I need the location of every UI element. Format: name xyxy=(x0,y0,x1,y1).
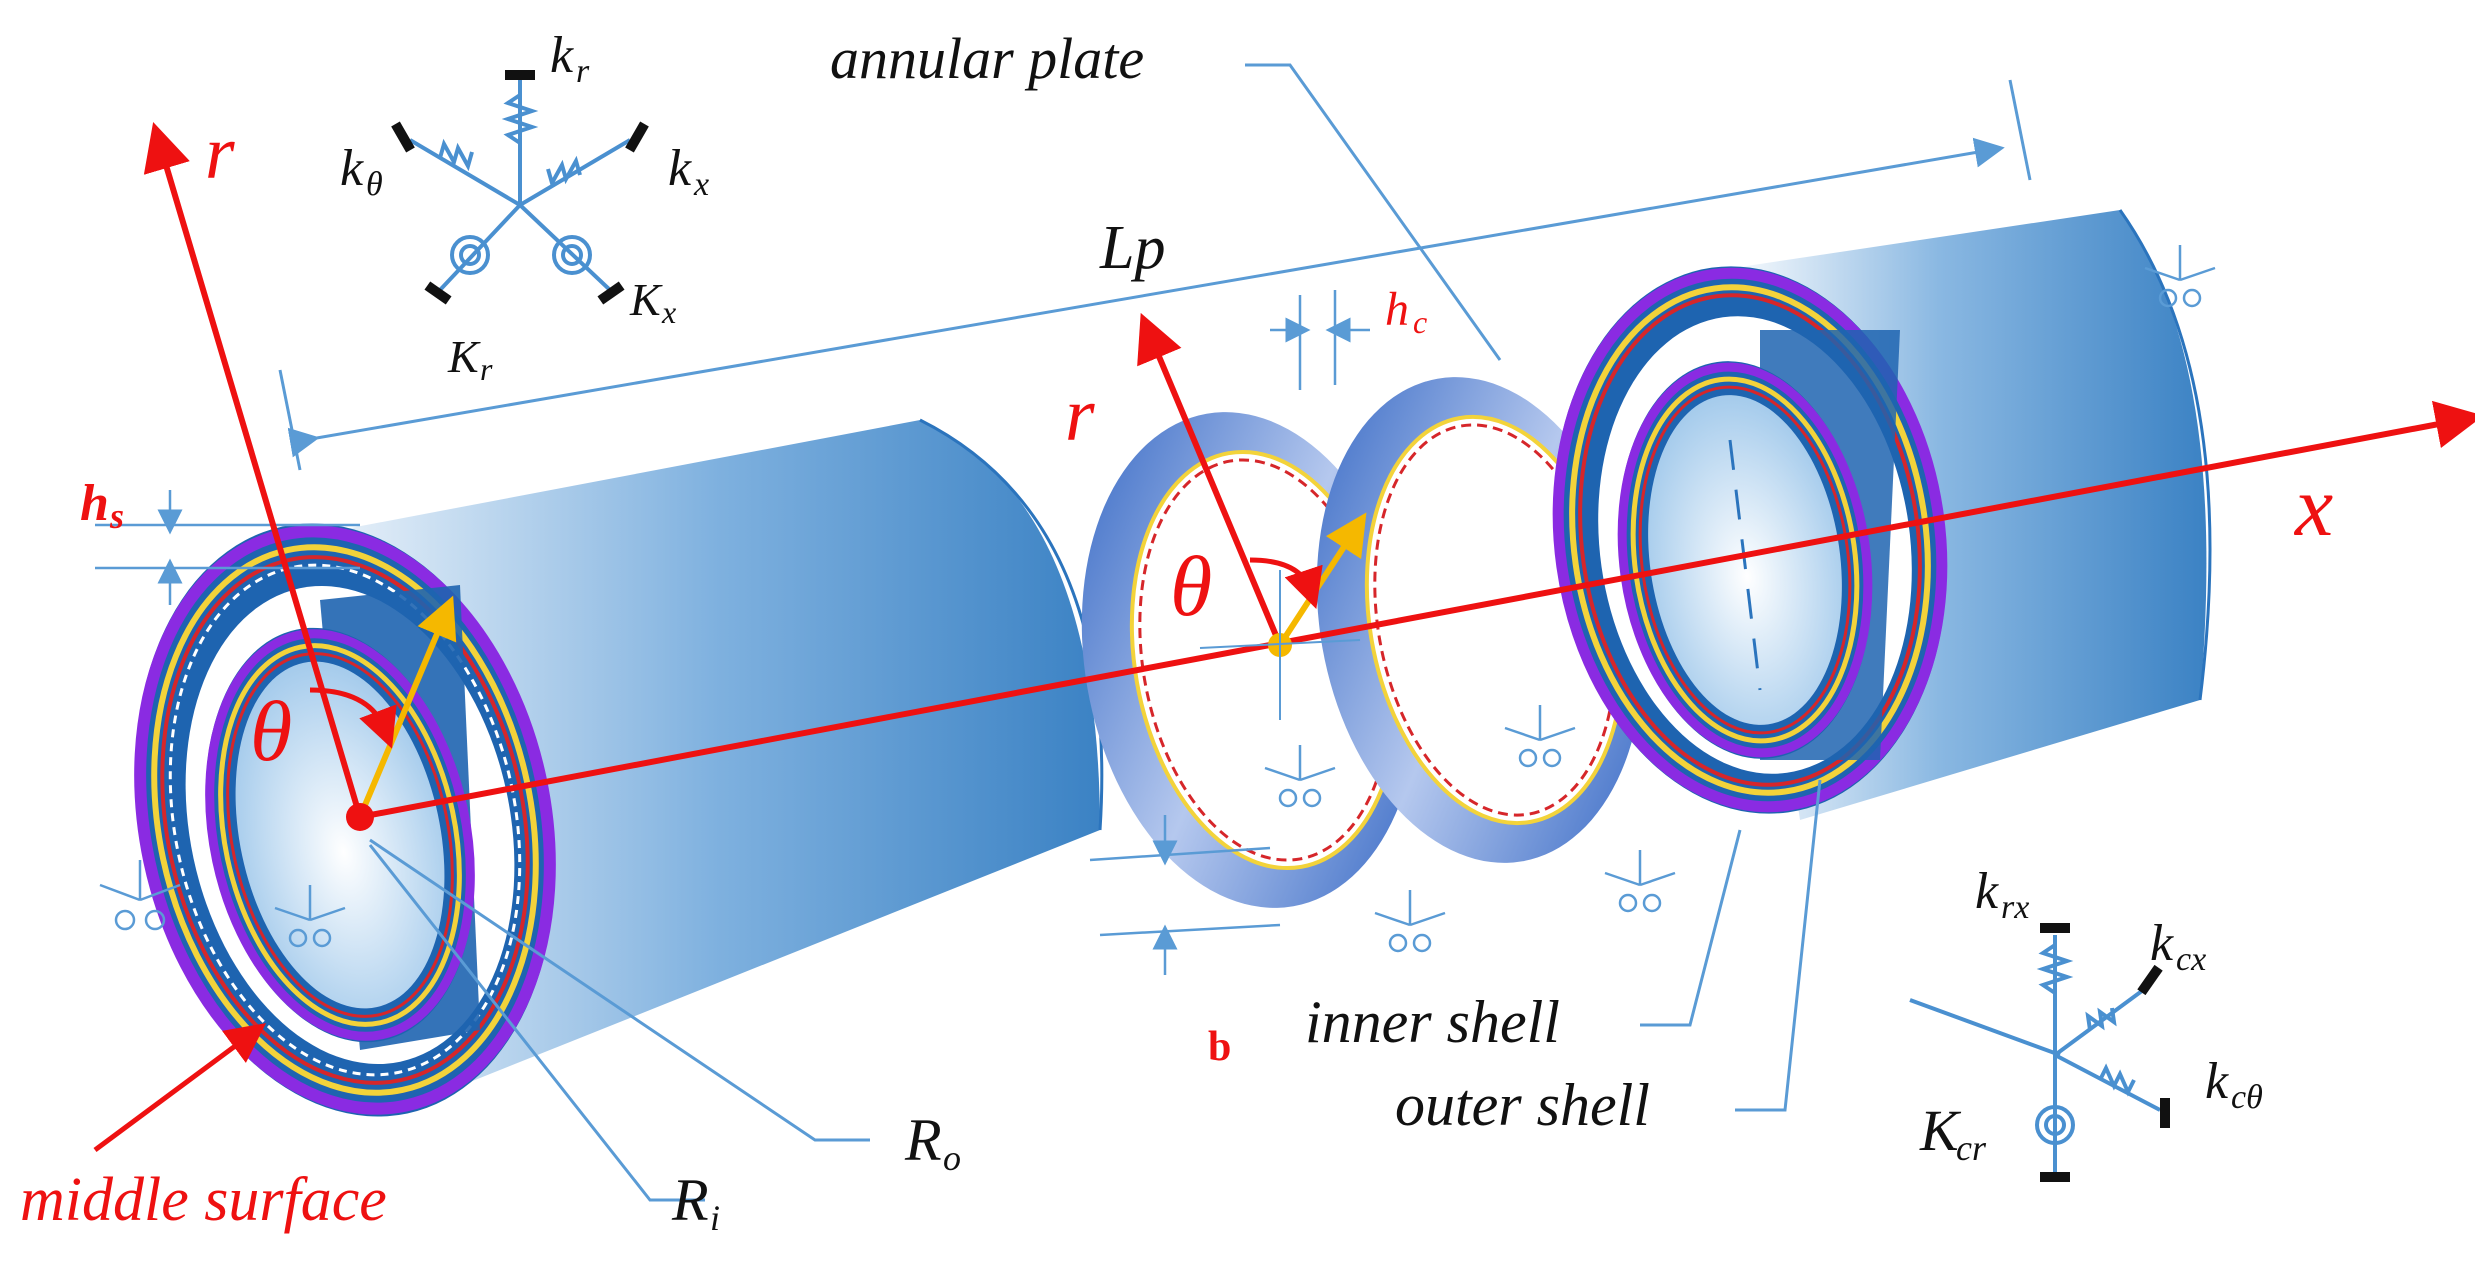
label-annular-plate: annular plate xyxy=(830,26,1144,91)
spring-icon xyxy=(1374,890,1446,953)
svg-text:x: x xyxy=(693,166,709,203)
svg-text:k: k xyxy=(340,140,364,197)
label-krx-bottom: k rx xyxy=(1975,863,2029,926)
svg-text:x: x xyxy=(661,294,676,330)
spring-diagram-top xyxy=(391,70,649,305)
svg-text:cx: cx xyxy=(2176,941,2206,978)
svg-text:k: k xyxy=(1975,863,1999,920)
svg-text:rx: rx xyxy=(2001,889,2029,926)
lp-dimension xyxy=(278,79,2032,471)
label-ri: R i xyxy=(671,1167,720,1238)
svg-text:K: K xyxy=(1919,1098,1962,1163)
svg-text:K: K xyxy=(629,274,663,325)
svg-text:h: h xyxy=(80,475,109,532)
radius-arrow-main xyxy=(357,595,457,819)
svg-text:k: k xyxy=(550,27,574,84)
middle-surface-arrow xyxy=(93,1023,267,1153)
svg-text:cr: cr xyxy=(1956,1128,1987,1168)
label-Kx-top: K x xyxy=(629,274,676,330)
label-r-plate: r xyxy=(1065,373,1095,457)
svg-text:k: k xyxy=(668,140,692,197)
theta-arc-main xyxy=(309,687,397,749)
hc-dimension xyxy=(1270,290,1370,390)
axes xyxy=(143,121,2475,831)
label-ro: R o xyxy=(904,1107,961,1178)
spring-icon xyxy=(1504,705,1576,768)
label-kx-top: k x xyxy=(668,140,709,203)
label-r-main: r xyxy=(205,111,235,195)
svg-text:R: R xyxy=(671,1167,709,1233)
svg-text:K: K xyxy=(447,331,481,382)
svg-text:k: k xyxy=(2205,1053,2229,1110)
label-kr-top: k r xyxy=(550,27,590,90)
label-theta-main: θ xyxy=(250,683,292,779)
label-lp: Lp xyxy=(1099,214,1165,282)
r-axis-main-line xyxy=(143,121,363,818)
label-theta-plate: θ xyxy=(1170,538,1212,634)
label-hc: h c xyxy=(1385,283,1427,340)
svg-text:k: k xyxy=(2150,915,2174,972)
svg-text:cθ: cθ xyxy=(2231,1079,2263,1116)
label-hs: h s xyxy=(80,475,124,536)
b-dimension xyxy=(1089,815,1281,975)
text-labels: annular plate Lp inner shell outer shell… xyxy=(20,26,2333,1238)
spring-icon xyxy=(2144,245,2216,308)
svg-text:i: i xyxy=(710,1198,720,1238)
label-x-axis: x xyxy=(2293,458,2333,554)
spring-icon xyxy=(1604,850,1676,913)
spring-diagram-bottom xyxy=(1909,923,2170,1182)
theta-arc-plate xyxy=(1249,557,1323,609)
x-axis-line xyxy=(359,400,2475,820)
r-axis-plate-line xyxy=(1137,312,1283,647)
label-middle-surface: middle surface xyxy=(20,1166,387,1234)
hs-dimension xyxy=(95,490,360,605)
spring-icon xyxy=(274,885,346,948)
svg-text:c: c xyxy=(1413,304,1427,340)
leader-lines xyxy=(368,63,1822,1202)
svg-text:θ: θ xyxy=(366,166,383,203)
spring-icon xyxy=(1264,745,1336,808)
origin-main xyxy=(346,803,374,831)
svg-text:s: s xyxy=(109,496,124,536)
spring-icons xyxy=(99,245,2216,953)
svg-text:r: r xyxy=(480,351,493,387)
svg-text:r: r xyxy=(576,53,590,90)
label-kctheta-bottom: k cθ xyxy=(2205,1053,2263,1116)
label-b: b xyxy=(1208,1024,1231,1070)
label-kcx-bottom: k cx xyxy=(2150,915,2206,978)
label-Kcr-bottom: K cr xyxy=(1919,1098,1987,1168)
svg-text:o: o xyxy=(943,1138,961,1178)
spring-icon xyxy=(99,860,181,931)
label-inner-shell: inner shell xyxy=(1305,989,1560,1055)
label-outer-shell: outer shell xyxy=(1395,1072,1650,1138)
svg-text:R: R xyxy=(904,1107,942,1173)
label-ktheta-top: k θ xyxy=(340,140,383,203)
label-Kr-top: K r xyxy=(447,331,493,387)
svg-text:h: h xyxy=(1385,283,1409,336)
